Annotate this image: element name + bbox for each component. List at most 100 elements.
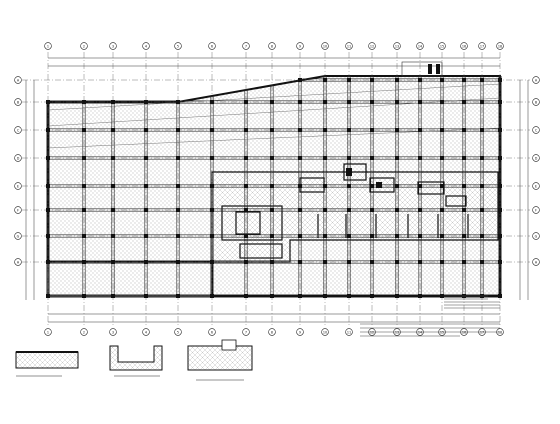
column-bubble-label: 18: [498, 44, 502, 48]
column-bubble-label: 9: [299, 44, 301, 48]
right-note-lines: [360, 295, 500, 337]
column-bubble-label: 2: [83, 44, 85, 48]
top-note-box: [401, 61, 443, 77]
column-bubble: 10: [321, 42, 329, 50]
column-bubble-label: 5: [177, 44, 179, 48]
row-bubble-label: H: [17, 260, 20, 264]
column-bubble-label: 10: [323, 44, 327, 48]
row-bubble: G: [14, 232, 22, 240]
column-bubbles: 1122334455667788991010111112121313141415…: [44, 42, 504, 336]
column-bubble-label: 16: [462, 330, 466, 334]
row-bubble: C: [532, 126, 540, 134]
column-bubble-label: 18: [498, 330, 502, 334]
row-bubble: B: [14, 98, 22, 106]
row-bubble: G: [532, 232, 540, 240]
column-bubble: 17: [478, 42, 486, 50]
column-bubble-label: 15: [440, 44, 444, 48]
row-bubble: E: [532, 182, 540, 190]
column-bubble: 9: [296, 328, 304, 336]
column-bubble: 1: [44, 328, 52, 336]
column-bubble-label: 11: [347, 44, 351, 48]
column-bubble: 18: [496, 42, 504, 50]
small-core-blocks: [346, 64, 440, 188]
row-bubble-label: A: [17, 78, 20, 82]
row-bubble: D: [532, 154, 540, 162]
row-bubble-label: G: [535, 234, 538, 238]
column-bubble: 3: [109, 42, 117, 50]
column-bubble-label: 6: [211, 44, 213, 48]
row-bubble-label: F: [17, 208, 19, 212]
column-bubble: 12: [368, 42, 376, 50]
column-bubble-label: 5: [177, 330, 179, 334]
row-bubble: F: [14, 206, 22, 214]
row-bubble-label: F: [535, 208, 537, 212]
row-bubble-label: E: [535, 184, 537, 188]
row-bubble: B: [532, 98, 540, 106]
column-bubble: 16: [460, 42, 468, 50]
column-bubble-label: 14: [418, 44, 422, 48]
row-bubble-label: E: [17, 184, 19, 188]
column-bubble: 1: [44, 42, 52, 50]
column-bubble-label: 11: [347, 330, 351, 334]
column-bubble: 3: [109, 328, 117, 336]
column-bubble-label: 3: [112, 330, 114, 334]
column-bubble: 6: [208, 328, 216, 336]
column-bubble: 8: [268, 328, 276, 336]
column-bubble-label: 13: [395, 330, 399, 334]
row-bubble-label: C: [17, 128, 20, 132]
top-dimension-lines: [48, 57, 500, 67]
row-bubble: A: [14, 76, 22, 84]
row-bubble: H: [14, 258, 22, 266]
column-bubble: 4: [142, 42, 150, 50]
column-bubble-label: 4: [145, 330, 147, 334]
column-bubble: 14: [416, 42, 424, 50]
detail-section-3: [187, 339, 253, 381]
bottom-dimension-lines: [48, 313, 500, 323]
column-marks: [46, 78, 502, 298]
row-bubble: D: [14, 154, 22, 162]
row-bubble: A: [532, 76, 540, 84]
column-bubble-label: 7: [245, 44, 247, 48]
column-bubble: 10: [321, 328, 329, 336]
column-bubble: 4: [142, 328, 150, 336]
row-bubble-label: H: [535, 260, 538, 264]
column-bubble-label: 9: [299, 330, 301, 334]
row-bubble: F: [532, 206, 540, 214]
detail-section-1: [15, 351, 79, 377]
column-bubble: 15: [438, 42, 446, 50]
column-bubble-label: 7: [245, 330, 247, 334]
column-bubble-label: 10: [323, 330, 327, 334]
column-bubble-label: 13: [395, 44, 399, 48]
column-bubble: 2: [80, 328, 88, 336]
column-bubble-label: 2: [83, 330, 85, 334]
row-bubble: E: [14, 182, 22, 190]
lower-left-strip: [47, 261, 213, 297]
column-bubble: 5: [174, 328, 182, 336]
column-bubble: 7: [242, 328, 250, 336]
column-bubble: 13: [393, 42, 401, 50]
column-bubble-label: 12: [370, 44, 374, 48]
row-bubble-label: B: [17, 100, 20, 104]
column-bubble-label: 1: [47, 330, 49, 334]
column-bubble: 6: [208, 42, 216, 50]
column-bubble-label: 12: [370, 330, 374, 334]
row-bubble-label: C: [535, 128, 538, 132]
column-bubble-label: 8: [271, 330, 273, 334]
row-bubble-label: D: [535, 156, 538, 160]
column-bubble: 11: [345, 328, 353, 336]
core-walls: [221, 163, 469, 259]
row-bubbles: A A B B C C D D E E F F G G H H: [14, 76, 540, 266]
column-bubble: 9: [296, 42, 304, 50]
row-bubble-label: G: [17, 234, 20, 238]
row-bubble: C: [14, 126, 22, 134]
column-bubble-label: 8: [271, 44, 273, 48]
column-bubble-label: 14: [418, 330, 422, 334]
column-bubble-label: 15: [440, 330, 444, 334]
column-bubble-label: 17: [480, 330, 484, 334]
column-bubble-label: 16: [462, 44, 466, 48]
column-bubble: 2: [80, 42, 88, 50]
detail-section-2: [109, 345, 163, 377]
side-dimension-lines: [25, 80, 529, 300]
column-bubble: 11: [345, 42, 353, 50]
